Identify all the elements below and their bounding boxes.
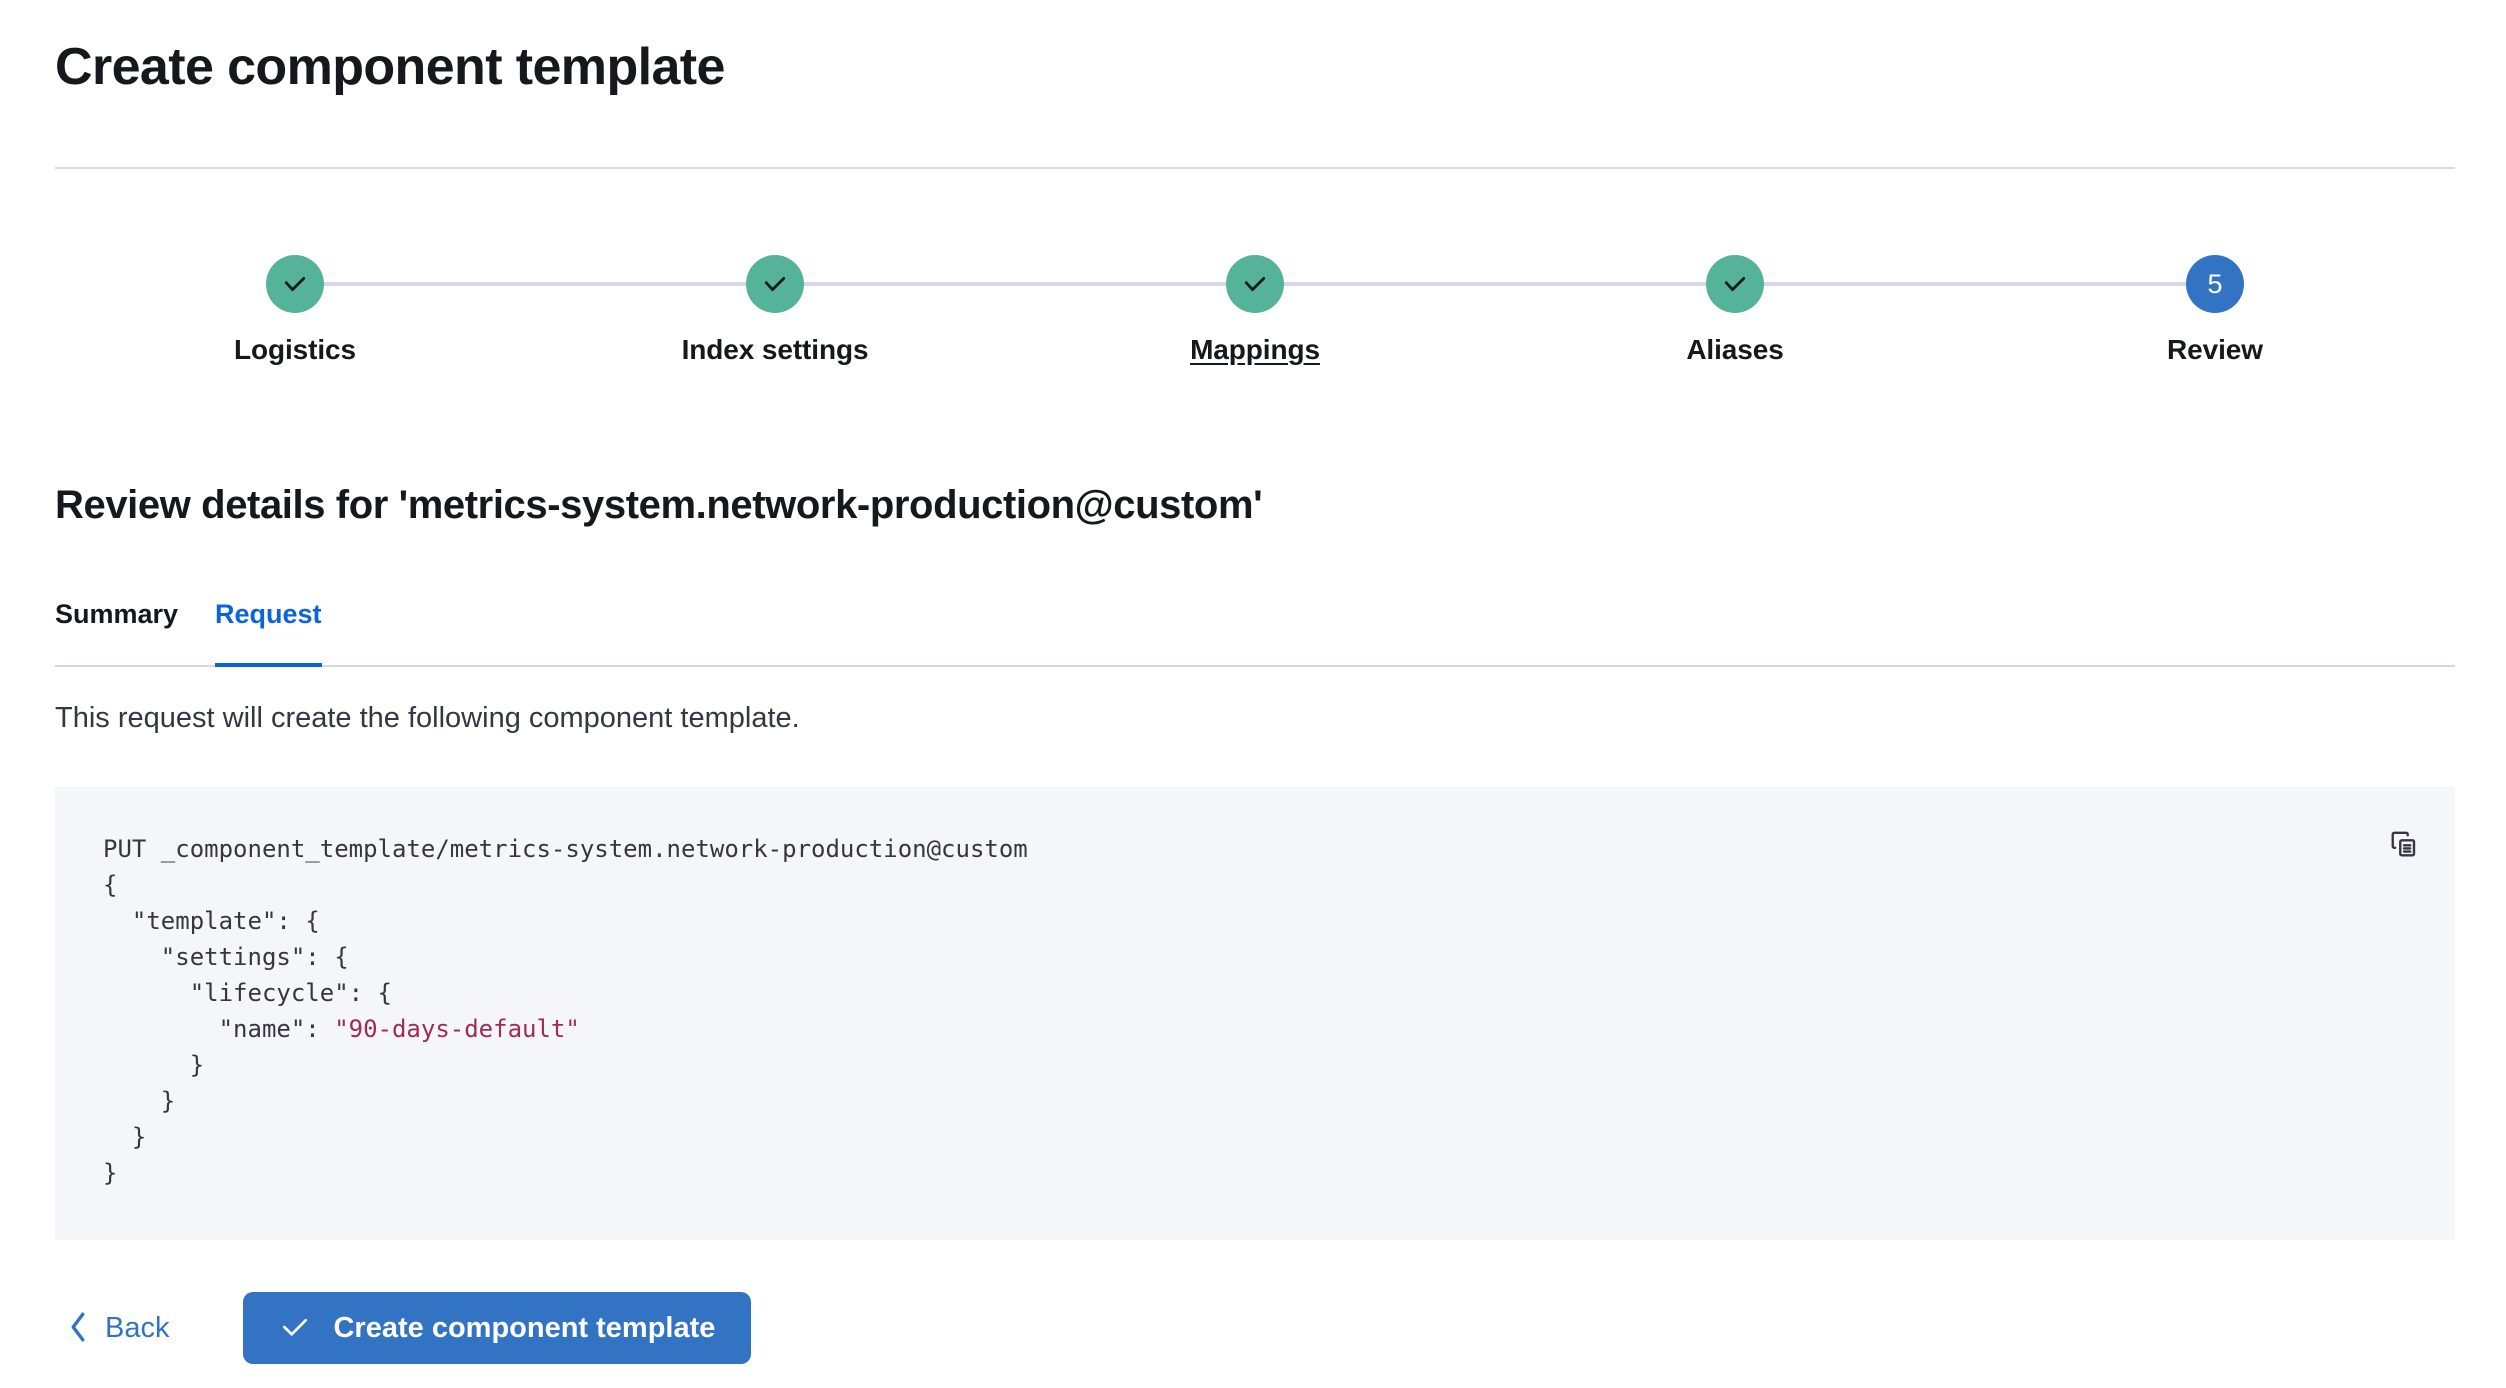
copy-icon[interactable] bbox=[2381, 821, 2427, 867]
step-connector bbox=[1764, 282, 2186, 286]
step-check-icon bbox=[746, 255, 804, 313]
step-label[interactable]: Index settings bbox=[681, 334, 869, 365]
check-icon-glyph bbox=[1724, 277, 1746, 291]
request-code-text: PUT _component_template/metrics-system.n… bbox=[103, 835, 1028, 1187]
check-icon-glyph bbox=[283, 1318, 308, 1336]
page-title: Create component template bbox=[55, 38, 725, 96]
request-code-block: PUT _component_template/metrics-system.n… bbox=[55, 787, 2455, 1240]
step-label[interactable]: Aliases bbox=[1686, 334, 1784, 365]
step-label[interactable]: Review bbox=[2167, 334, 2263, 365]
step-label[interactable]: Mappings bbox=[1190, 334, 1320, 365]
request-description: This request will create the following c… bbox=[55, 702, 800, 734]
header-divider bbox=[55, 167, 2455, 169]
footer-actions: Back Create component template bbox=[55, 1290, 752, 1366]
step-label[interactable]: Logistics bbox=[233, 334, 356, 365]
stepper-step-logistics[interactable]: Logistics bbox=[145, 255, 445, 366]
stepper-step-index-settings[interactable]: Index settings bbox=[625, 255, 925, 366]
step-connector bbox=[1284, 282, 1706, 286]
step-check-icon bbox=[266, 255, 324, 313]
step-connector bbox=[804, 282, 1226, 286]
stepper-step-mappings[interactable]: Mappings bbox=[1105, 255, 1405, 366]
review-heading: Review details for 'metrics-system.netwo… bbox=[55, 483, 1263, 527]
step-check-icon bbox=[1706, 255, 1764, 313]
step-check-icon bbox=[1226, 255, 1284, 313]
step-number-badge: 5 bbox=[2186, 255, 2244, 313]
step-connector bbox=[324, 282, 746, 286]
create-component-template-button[interactable]: Create component template bbox=[243, 1292, 752, 1364]
chevron-left-icon bbox=[67, 1311, 89, 1346]
check-icon-glyph bbox=[284, 277, 306, 291]
back-button-label: Back bbox=[105, 1311, 170, 1344]
check-icon bbox=[279, 1311, 311, 1346]
create-component-template-button-label: Create component template bbox=[333, 1311, 716, 1344]
chevron-left-icon-glyph bbox=[71, 1312, 85, 1341]
check-icon-glyph bbox=[1244, 277, 1266, 291]
copy-icon-glyph bbox=[2391, 831, 2416, 857]
stepper-step-aliases[interactable]: Aliases bbox=[1585, 255, 1885, 366]
step-number: 5 bbox=[2207, 268, 2223, 299]
tabs-underline bbox=[55, 665, 2455, 667]
tab-request[interactable]: Request bbox=[215, 595, 322, 667]
tab-summary[interactable]: Summary bbox=[55, 595, 178, 667]
back-button[interactable]: Back bbox=[55, 1303, 181, 1354]
check-icon-glyph bbox=[764, 277, 786, 291]
review-tabs: Summary Request bbox=[55, 595, 2455, 667]
